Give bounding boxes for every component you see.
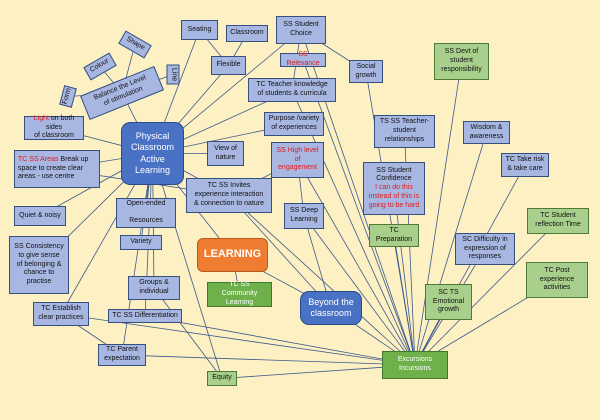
node-flexible: Flexible <box>211 56 246 75</box>
node-quiet-noisy: Quiet & noisy <box>14 206 66 226</box>
node-excursions-incursions: Excursions Incursions <box>382 351 448 379</box>
node-tc-post-experience: TC Post experience activities <box>526 262 588 298</box>
node-tc-parent-expectation: TC Parent expectation <box>98 344 146 366</box>
node-tc-teacher-knowledge: TC Teacher knowledge of students & curri… <box>248 78 336 102</box>
node-view-of-nature: View of nature <box>207 141 244 166</box>
light-text: on both sides of classroom <box>34 114 75 140</box>
connector-equity-groups <box>153 287 223 379</box>
areas-text: Break up space to create clear areas - u… <box>18 155 89 181</box>
light-highlight: Light <box>33 114 49 122</box>
node-tc-establish-practices: TC Establish clear practices <box>33 302 89 326</box>
node-purpose-variety: Purpose /variety of experiences <box>264 112 324 136</box>
node-ss-high-engagement: SS High level of engagement <box>271 142 324 178</box>
node-seating: Seating <box>181 20 218 40</box>
node-tc-ss-differentiation: TC SS Differentiation <box>108 309 182 323</box>
node-sc-difficulty-expression: SC Difficulty in expression of responses <box>455 233 515 265</box>
node-ss-relevance: SS Relevance <box>280 51 326 67</box>
node-variety: Variety <box>120 235 162 250</box>
node-tc-ss-invites-experience: TC SS Invites experience interaction & c… <box>186 178 272 213</box>
node-classroom: Classroom <box>226 25 268 42</box>
node-tc-ss-areas: TC SS Areas Break up space to create cle… <box>14 150 100 188</box>
hub-beyond-classroom: Beyond the classroom <box>300 291 362 325</box>
node-open-ended-resources: Open-ended Resources <box>116 198 176 228</box>
node-social-growth: Social growth <box>349 60 383 83</box>
connector-excursions-ss_devt <box>414 61 462 366</box>
node-line: Line <box>166 64 180 85</box>
confidence-quote: I can do this instead of this is going t… <box>368 184 420 209</box>
connector-excursions-tc_ss_diff <box>144 315 416 366</box>
node-tc-preparation: TC Preparation <box>369 224 419 247</box>
node-ts-ss-teacher-relationships: TS SS Teacher- student relationships <box>374 115 435 148</box>
connector-excursions-tc_ss_invites <box>228 195 416 366</box>
connector-excursions-tc_student_reflection <box>414 220 559 366</box>
node-ss-devt-responsibility: SS Devt of student responsibility <box>434 43 489 80</box>
connector-excursions-ss_relevance <box>302 59 416 366</box>
connector-excursions-tc_prep <box>393 235 416 366</box>
node-light: Light on both sides of classroom <box>24 114 84 140</box>
node-ss-deep-learning: SS Deep Learning <box>284 203 324 229</box>
hub-physical-classroom: Physical Classroom Active Learning <box>121 122 184 185</box>
connector-physical-equity <box>152 153 223 379</box>
node-tc-take-risk: TC Take risk & take care <box>501 153 549 177</box>
connector-excursions-ss_high_level <box>297 159 416 366</box>
node-groups-individual: Groups & individual <box>128 276 180 300</box>
hub-learning: LEARNING <box>197 238 268 272</box>
node-tc-student-reflection: TC Student reflection Time <box>527 208 589 234</box>
node-equity: Equity <box>207 371 237 386</box>
connector-excursions-tc_take_risk <box>414 164 526 366</box>
node-wisdom-awareness: Wisdom & awareness <box>463 121 510 144</box>
confidence-title: SS Student Confidence <box>376 166 412 183</box>
areas-highlight: TC SS Areas <box>18 155 59 163</box>
node-tc-ss-community-learning: TC SS Community Learning <box>207 281 272 307</box>
node-ss-student-choice: SS Student Choice <box>276 16 326 44</box>
connector-excursions-tc_parent <box>121 354 416 366</box>
node-sc-ts-emotional-growth: SC TS Emotional growth <box>425 284 472 320</box>
connector-excursions-ss_deep <box>303 215 416 366</box>
connector-excursions-wisdom <box>414 132 487 366</box>
connector-beyond-tc_ss_invites <box>228 195 332 309</box>
node-ss-consistency: SS Consistency to give sense of belongin… <box>9 236 69 294</box>
connector-excursions-ss_confidence <box>393 188 416 366</box>
